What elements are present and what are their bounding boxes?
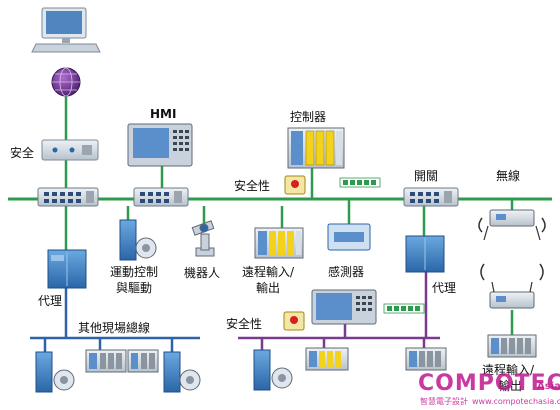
label-remote-io-2: 輸出: [256, 280, 280, 295]
safety-bus-lines: [238, 272, 440, 350]
hmi-panel-icon: [127, 123, 193, 167]
label-proxy-right: 代理: [432, 281, 456, 295]
label-proxy-left: 代理: [38, 294, 62, 308]
switch-right-icon: [403, 187, 459, 207]
label-safety-bottom: 安全性: [226, 316, 262, 331]
label-wireless: 無線: [496, 168, 520, 183]
label-switch: 開關: [414, 169, 438, 183]
proxy-right-icon: [405, 235, 445, 273]
wireless-ap-bottom-icon: [480, 263, 544, 309]
emergency-stop-bottom-icon: [283, 311, 305, 331]
label-hmi: HMI: [150, 107, 176, 121]
watermark-asia: Asia: [537, 381, 560, 392]
hmi-bottom-icon: [311, 289, 377, 325]
watermark-compotech: COMPOTECH: [418, 371, 560, 396]
switch-left-icon: [37, 187, 99, 207]
fieldbus-io-icon: [85, 349, 127, 373]
label-drive: 與驅動: [116, 281, 152, 295]
safety-drive-bottom-icon: [253, 349, 293, 391]
label-remote-io-right-1: 遠程輸入/: [482, 362, 535, 377]
internet-globe-icon: [51, 67, 81, 97]
label-remote-io-1: 遠程輸入/: [242, 264, 295, 279]
fieldbus-drive-2-icon: [163, 351, 201, 393]
label-remote-io-right-2: 輸出: [498, 378, 522, 393]
remote-io-right-icon: [487, 334, 537, 358]
profisafe-logo-icon: [339, 177, 381, 188]
sensor-icon: [327, 223, 371, 251]
switch-center-icon: [133, 187, 189, 207]
profisafe-logo-bottom-icon: [383, 303, 425, 314]
safety-io-bottom-icon: [305, 347, 349, 371]
security-module-icon: [41, 139, 99, 161]
wireless-ap-top-icon: [478, 209, 546, 241]
remote-io-center-icon: [254, 227, 304, 259]
pc-workstation-icon: [31, 7, 101, 53]
fieldbus-drive-1-icon: [35, 351, 75, 393]
watermark-subtitle: 智慧電子設計: [420, 396, 468, 406]
io-bottom-right-icon: [405, 347, 447, 371]
fieldbus-lines: [30, 288, 200, 352]
watermark-url: www.compotechasia.com: [472, 397, 560, 406]
label-motion-control: 運動控制: [110, 265, 158, 279]
emergency-stop-icon: [284, 175, 306, 195]
controller-plc-icon: [287, 127, 345, 169]
label-controller: 控制器: [290, 110, 326, 124]
label-fieldbus: 其他現場總線: [78, 320, 150, 335]
label-sensor: 感測器: [328, 264, 364, 279]
label-safety-left: 安全: [10, 145, 34, 160]
label-safety-top: 安全性: [234, 178, 270, 193]
fieldbus-io-2-icon: [127, 349, 159, 373]
proxy-left-icon: [47, 249, 87, 289]
robot-arm-icon: [191, 220, 215, 257]
ethernet-drops: [64, 78, 514, 335]
motion-drive-icon: [119, 219, 157, 261]
label-robot: 機器人: [184, 265, 220, 280]
